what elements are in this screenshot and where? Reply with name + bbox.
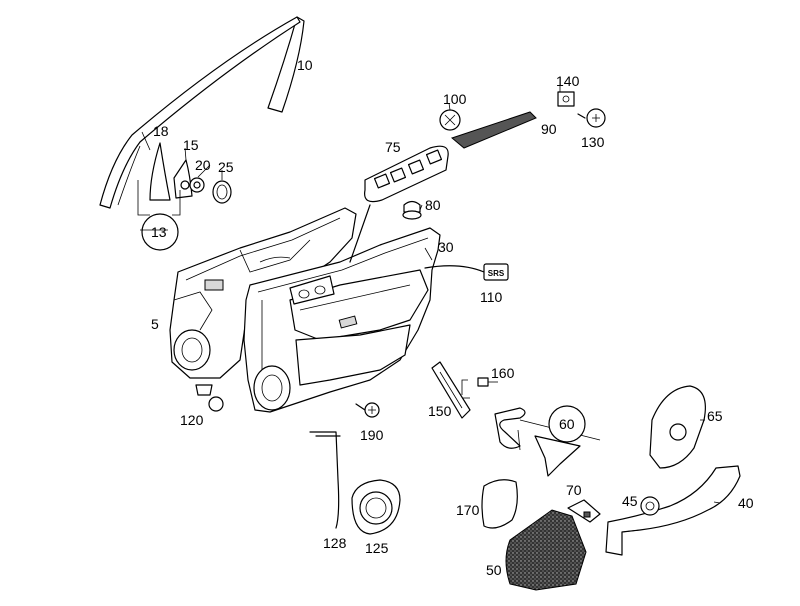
label-110: 110	[480, 289, 503, 305]
small-trim-part	[567, 499, 601, 523]
speaker-cover-part	[649, 385, 706, 469]
label-20: 20	[195, 157, 211, 173]
label-40: 40	[738, 495, 754, 511]
callout-13	[137, 180, 181, 251]
label-60: 60	[559, 416, 575, 432]
label-90: 90	[541, 121, 557, 137]
speaker-gasket-part	[351, 479, 401, 535]
cap-part	[212, 180, 232, 204]
window-switch-panel-part	[349, 145, 449, 263]
label-130: 130	[581, 134, 605, 150]
label-140: 140	[556, 73, 580, 89]
bolt-part	[477, 377, 498, 387]
door-trim-panel-part	[243, 227, 441, 413]
bracket-part	[557, 91, 575, 107]
label-45: 45	[622, 493, 638, 509]
window-frame-part	[99, 16, 305, 209]
trim-strip-part	[450, 111, 537, 149]
screw-190-part	[355, 402, 380, 418]
armrest-handle-part	[605, 465, 741, 556]
label-13: 13	[151, 224, 167, 240]
rod-part	[309, 431, 341, 529]
grommet-part	[189, 177, 205, 193]
label-15: 15	[183, 137, 199, 153]
leader-lines	[140, 82, 721, 504]
label-10: 10	[297, 57, 313, 73]
label-70: 70	[566, 482, 582, 498]
door-handle-part	[494, 405, 601, 477]
label-65: 65	[707, 408, 723, 424]
screw-part	[577, 108, 606, 128]
insulation-pad-part	[481, 479, 518, 529]
clip-part	[402, 200, 422, 220]
label-150: 150	[428, 403, 452, 419]
label-190: 190	[360, 427, 384, 443]
mirror-triangle-trim-part	[149, 142, 193, 201]
label-160: 160	[491, 365, 515, 381]
srs-badge-part: SRS	[424, 263, 509, 281]
round-pad-part	[439, 109, 461, 131]
label-75: 75	[385, 139, 401, 155]
felt-pad-part	[505, 509, 587, 591]
label-120: 120	[180, 412, 204, 428]
label-25: 25	[218, 159, 234, 175]
label-30: 30	[438, 239, 454, 255]
label-5: 5	[151, 316, 159, 332]
handle-bracket-part	[431, 361, 471, 419]
label-128: 128	[323, 535, 347, 551]
push-clip-part	[195, 384, 224, 412]
label-125: 125	[365, 540, 389, 556]
label-170: 170	[456, 502, 480, 518]
label-100: 100	[443, 91, 467, 107]
srs-badge-text: SRS	[488, 269, 505, 278]
cap-45-part	[640, 496, 660, 516]
label-80: 80	[425, 197, 441, 213]
label-50: 50	[486, 562, 502, 578]
label-18: 18	[153, 123, 169, 139]
